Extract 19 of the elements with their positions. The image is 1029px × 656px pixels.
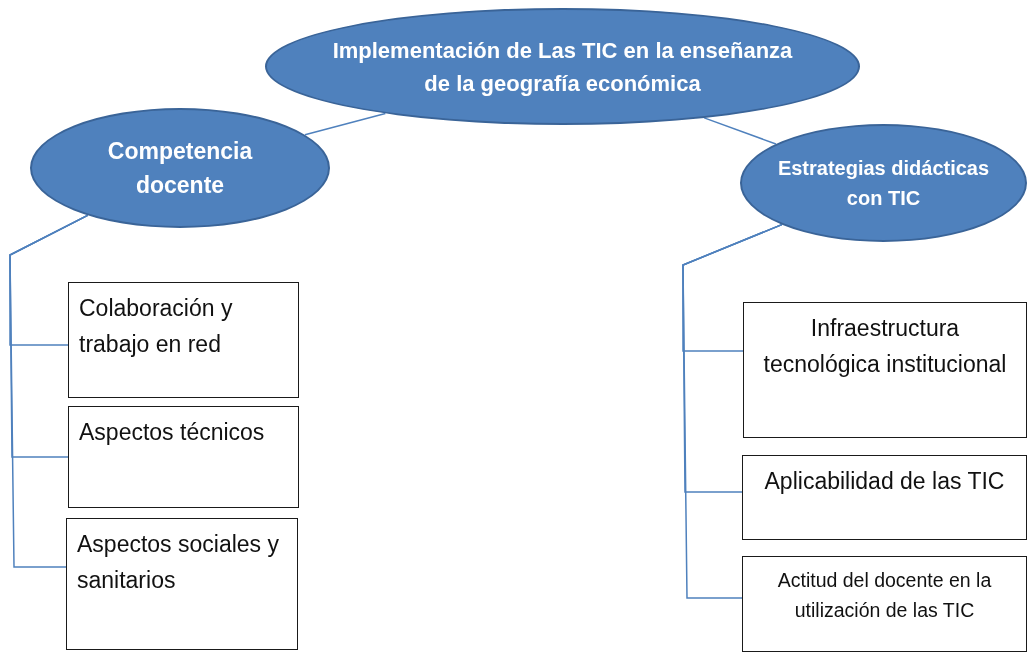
text-box	[68, 282, 299, 398]
node-text: Aspectos técnicos	[79, 418, 265, 447]
connector-line	[9, 214, 89, 568]
text-box	[68, 406, 299, 508]
node-text: Aspectos sociales y sanitarios	[77, 530, 280, 595]
connector-line	[304, 112, 387, 136]
node-title: Competencia docente	[106, 136, 254, 200]
node-text: Actitud del docente en la utilización de las TIC	[776, 568, 993, 624]
connector-line	[682, 223, 783, 599]
node-text: Colaboración y trabajo en red	[79, 294, 234, 359]
connector-line	[703, 117, 777, 145]
text-box	[66, 518, 298, 650]
node-title: Implementación de Las TIC en la enseñanza de la geografía económica	[331, 36, 794, 98]
text-box	[743, 302, 1027, 438]
node-title: Estrategias didácticas con TIC	[776, 156, 991, 211]
node-text: Infraestructura tecnológica institucional	[762, 314, 1008, 379]
text-box	[742, 455, 1027, 540]
text-box	[742, 556, 1027, 652]
node-text: Aplicabilidad de las TIC	[764, 467, 1005, 496]
